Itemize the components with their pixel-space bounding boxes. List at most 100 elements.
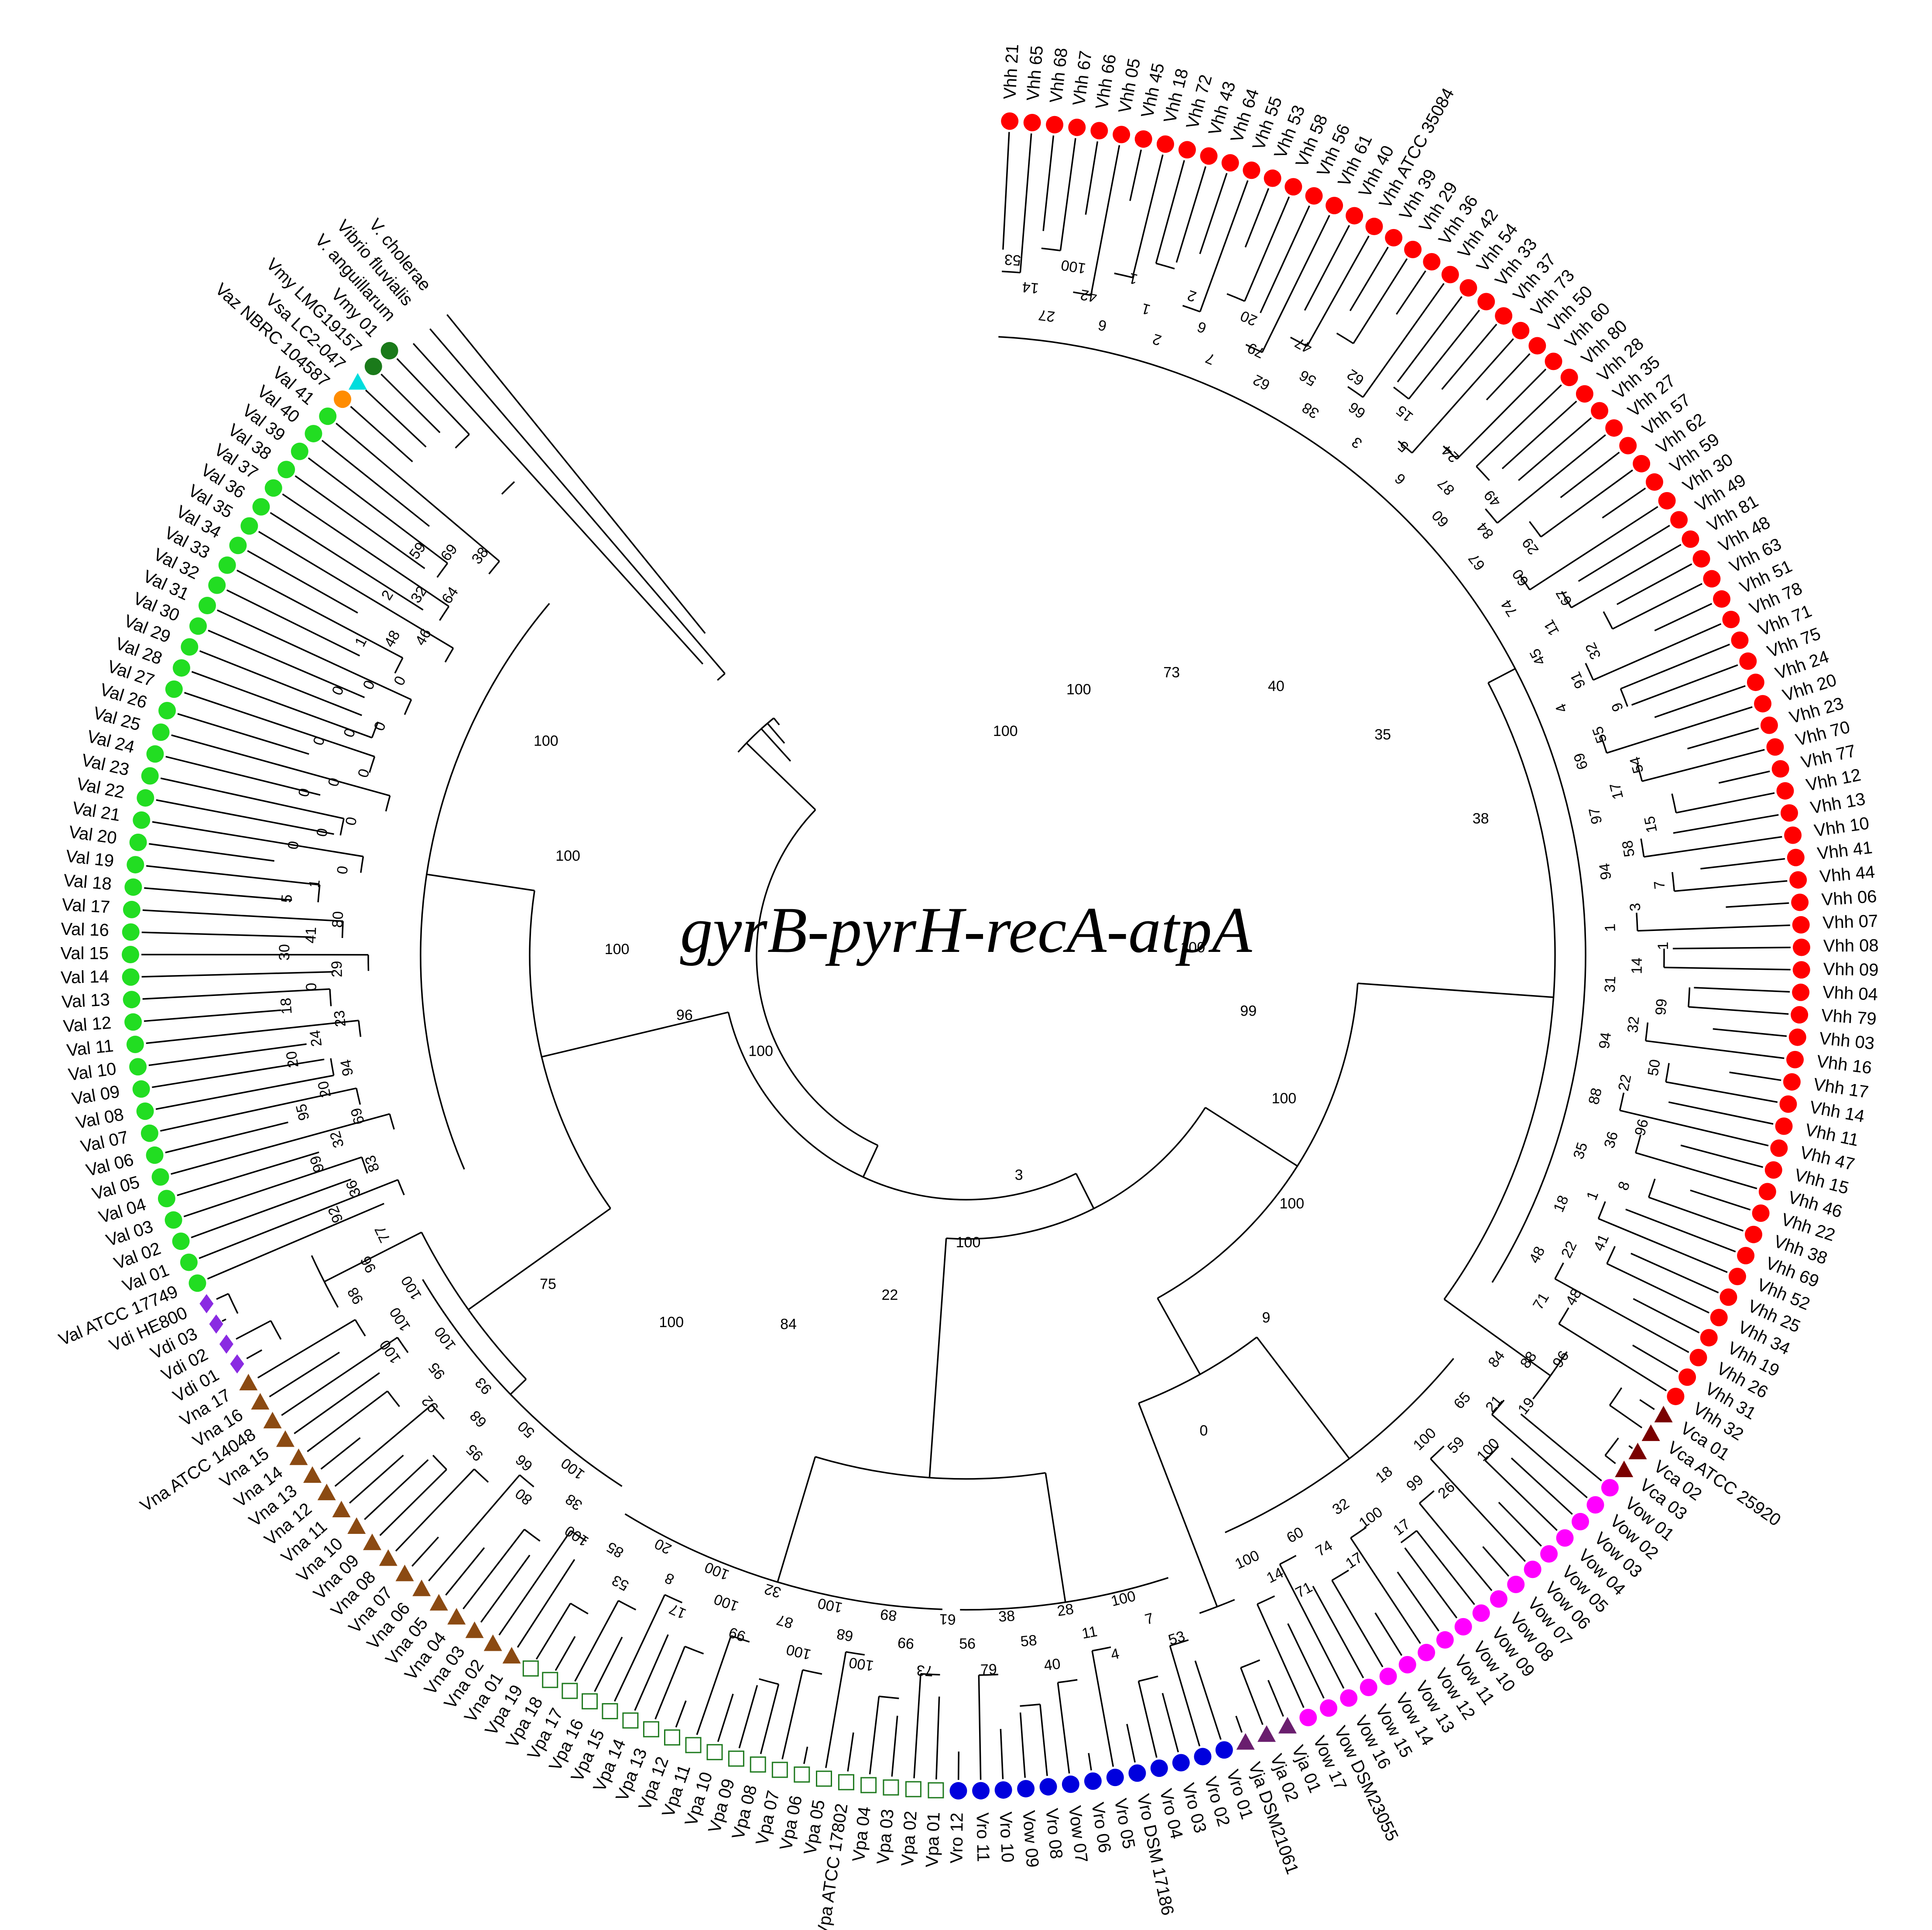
bootstrap-label: 100 bbox=[605, 941, 630, 958]
bootstrap-label: 100 bbox=[387, 1304, 414, 1334]
clade-connector bbox=[846, 1651, 865, 1656]
tip-branch bbox=[1353, 258, 1408, 344]
bootstrap-label: 100 bbox=[534, 732, 558, 749]
bootstrap-label: 74 bbox=[1498, 597, 1521, 619]
tip-branch bbox=[334, 1404, 432, 1487]
tip-branch bbox=[155, 1075, 334, 1110]
bootstrap-label: 32 bbox=[1582, 640, 1604, 662]
tip-marker-circle bbox=[277, 461, 295, 479]
tip-branch bbox=[1416, 1530, 1475, 1605]
bootstrap-label: 18 bbox=[1373, 1463, 1396, 1486]
tip-marker-triangle bbox=[1236, 1733, 1255, 1750]
tip-marker-circle bbox=[141, 767, 159, 785]
tip-label: Val 12 bbox=[62, 1013, 112, 1036]
tip-marker-triangle bbox=[276, 1430, 295, 1447]
tip-marker-circle bbox=[1619, 437, 1637, 455]
bootstrap-label: 100 bbox=[1110, 1588, 1137, 1609]
clade-connector bbox=[524, 1529, 541, 1542]
tip-label: Val 15 bbox=[61, 944, 109, 963]
tip-marker-circle bbox=[1679, 1368, 1696, 1386]
tip-marker-circle bbox=[1758, 1183, 1776, 1201]
bootstrap-label: 28 bbox=[1056, 1601, 1075, 1619]
tip-branch bbox=[350, 406, 413, 462]
bootstrap-label: 68 bbox=[467, 1407, 490, 1431]
clade-connector bbox=[1672, 872, 1675, 891]
tip-marker-triangle bbox=[363, 1533, 382, 1550]
tip-branch bbox=[1665, 1081, 1778, 1103]
tip-marker-circle bbox=[122, 946, 140, 964]
tip-branch bbox=[1501, 400, 1577, 469]
bootstrap-label: 100 bbox=[1233, 1547, 1262, 1572]
clade-connector bbox=[1554, 1262, 1564, 1280]
bootstrap-label: 48 bbox=[1526, 1244, 1548, 1266]
clade-connector bbox=[358, 1020, 362, 1037]
tip-marker-square bbox=[685, 1737, 702, 1753]
tip-branch bbox=[429, 328, 726, 674]
tip-marker-circle bbox=[1150, 1759, 1168, 1777]
tip-marker-circle bbox=[180, 1253, 198, 1271]
tip-branch bbox=[446, 314, 706, 634]
clade-connector bbox=[397, 1337, 409, 1353]
tip-marker-circle bbox=[1477, 293, 1495, 311]
tip-branch bbox=[396, 358, 470, 435]
tip-marker-circle bbox=[1490, 1590, 1507, 1608]
tip-branch bbox=[1397, 1571, 1439, 1632]
clade-connector bbox=[1519, 574, 1531, 590]
bootstrap-label: 58 bbox=[1020, 1632, 1038, 1650]
tip-branch bbox=[1279, 1564, 1345, 1689]
tip-branch bbox=[1654, 685, 1746, 718]
bootstrap-label: 0 bbox=[371, 719, 389, 733]
clade-connector bbox=[397, 1179, 405, 1195]
tip-marker-circle bbox=[1436, 1631, 1454, 1649]
bootstrap-label: 69 bbox=[438, 541, 461, 564]
tip-branch bbox=[1609, 1404, 1643, 1429]
tip-branch bbox=[781, 1670, 804, 1759]
tip-marker-circle bbox=[1591, 402, 1609, 420]
tip-branch bbox=[1726, 902, 1789, 908]
clade-connector bbox=[1182, 305, 1201, 313]
bootstrap-label: 67 bbox=[1465, 550, 1488, 573]
clade-connector bbox=[1648, 1178, 1656, 1198]
tip-marker-circle bbox=[1360, 1679, 1377, 1697]
tip-marker-circle bbox=[218, 556, 236, 574]
tip-branch bbox=[307, 1390, 388, 1452]
clade-connector bbox=[1393, 387, 1409, 400]
tip-marker-square bbox=[643, 1721, 659, 1738]
tip-marker-triangle bbox=[1654, 1406, 1673, 1423]
tip-marker-circle bbox=[1305, 187, 1323, 205]
clade-stem bbox=[746, 743, 816, 811]
bootstrap-label: 0 bbox=[334, 865, 351, 875]
tip-marker-triangle bbox=[429, 1594, 448, 1611]
clade-connector bbox=[879, 1695, 899, 1699]
tip-marker-circle bbox=[1178, 141, 1196, 159]
tip-branch bbox=[1676, 792, 1775, 814]
tip-branch bbox=[1607, 1263, 1709, 1314]
tip-marker-diamond bbox=[199, 1294, 214, 1314]
clade-connector bbox=[432, 1454, 447, 1470]
tip-marker-circle bbox=[1017, 1780, 1035, 1798]
tip-branch bbox=[308, 457, 448, 564]
tip-marker-circle bbox=[1791, 1006, 1809, 1024]
tip-branch bbox=[1088, 1753, 1092, 1771]
bootstrap-label: 66 bbox=[513, 1451, 536, 1474]
tip-marker-circle bbox=[140, 1124, 158, 1142]
clade-connector bbox=[1020, 1703, 1041, 1707]
bootstrap-label: 23 bbox=[331, 1009, 349, 1027]
tip-marker-circle bbox=[264, 479, 282, 497]
clade-connector bbox=[730, 1635, 750, 1643]
tip-marker-circle bbox=[1703, 570, 1721, 588]
clade-connector bbox=[1430, 1445, 1445, 1460]
clade-stem bbox=[1256, 1337, 1350, 1459]
clade-connector bbox=[227, 1293, 239, 1314]
tip-branch bbox=[160, 777, 344, 820]
tip-marker-circle bbox=[1783, 1073, 1801, 1091]
tip-marker-circle bbox=[188, 1274, 206, 1292]
tip-branch bbox=[1039, 1704, 1048, 1776]
tip-label: Val 09 bbox=[70, 1082, 121, 1109]
tip-marker-circle bbox=[158, 702, 176, 719]
clade-stem bbox=[1487, 668, 1516, 684]
bootstrap-label: 84 bbox=[1474, 519, 1497, 542]
tip-marker-circle bbox=[1156, 135, 1174, 153]
tip-marker-circle bbox=[1215, 1741, 1233, 1759]
tip-branch bbox=[141, 931, 312, 938]
